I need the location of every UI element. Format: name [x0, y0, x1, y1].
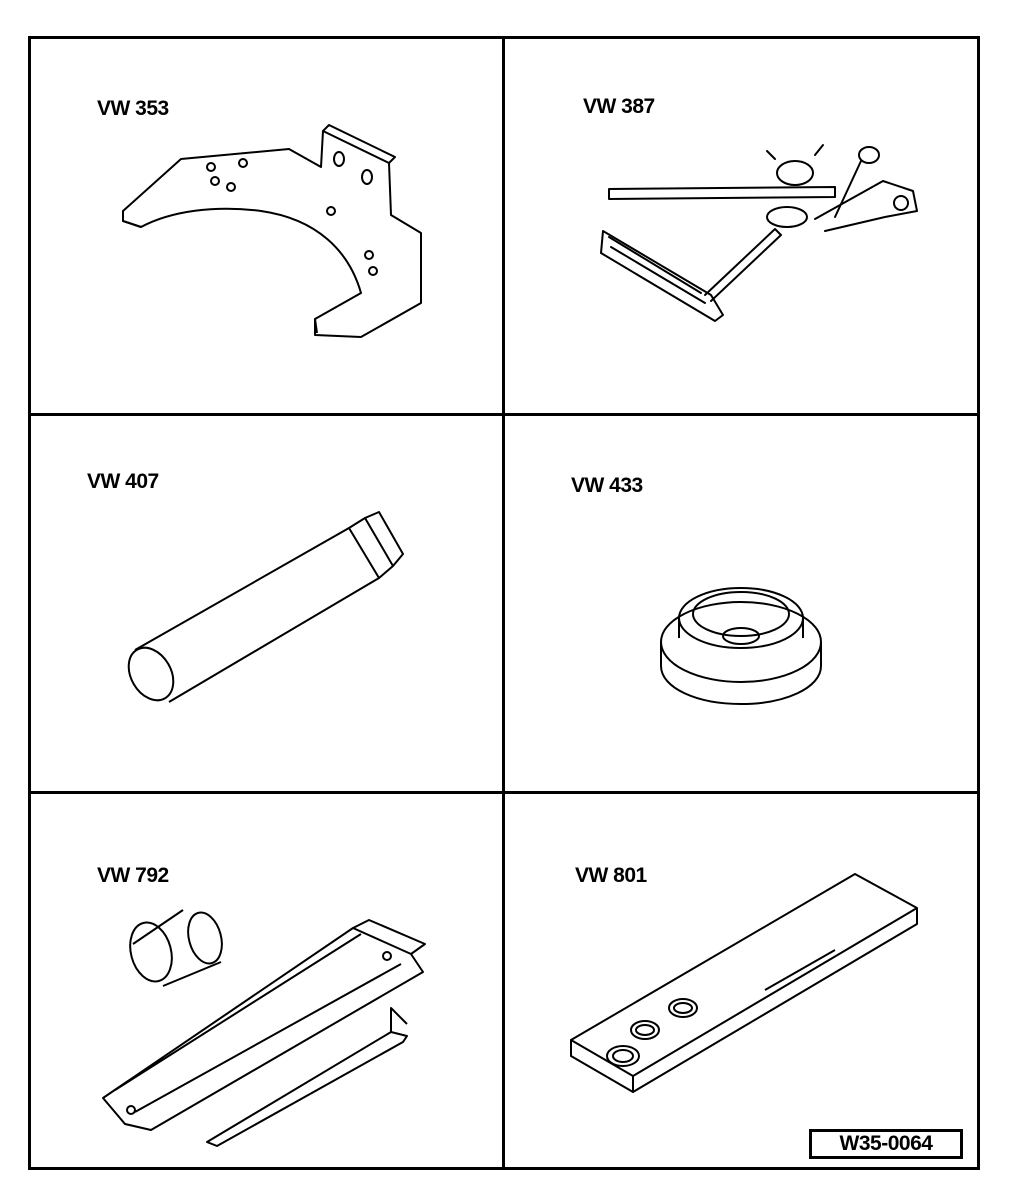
dial-gauge-holder-drawing [505, 39, 983, 413]
tool-cell-vw387: VW 387 [505, 39, 983, 413]
tool-label-vw387: VW 387 [583, 95, 655, 118]
drift-punch-drawing [31, 416, 502, 791]
tool-cell-vw433: VW 433 [505, 416, 983, 791]
press-piece-drawing [505, 416, 983, 791]
drawing-code-box: W35-0064 [809, 1129, 963, 1159]
tool-label-vw792: VW 792 [97, 864, 169, 887]
tool-sheet: VW 353 VW 387 [28, 36, 980, 1170]
grid-divider-horizontal-2 [31, 791, 977, 794]
tool-label-vw353: VW 353 [97, 97, 169, 120]
grid-divider-vertical [502, 39, 505, 1167]
tool-cell-vw353: VW 353 [31, 39, 502, 413]
bracket-plate-drawing [31, 39, 502, 413]
installing-tool-drawing [31, 794, 502, 1173]
support-plate-drawing [505, 794, 983, 1173]
tool-label-vw433: VW 433 [571, 474, 643, 497]
grid-divider-horizontal-1 [31, 413, 977, 416]
tool-label-vw407: VW 407 [87, 470, 159, 493]
tool-cell-vw801: VW 801 W35-0064 [505, 794, 983, 1173]
tool-cell-vw792: VW 792 [31, 794, 502, 1173]
tool-label-vw801: VW 801 [575, 864, 647, 887]
tool-cell-vw407: VW 407 [31, 416, 502, 791]
